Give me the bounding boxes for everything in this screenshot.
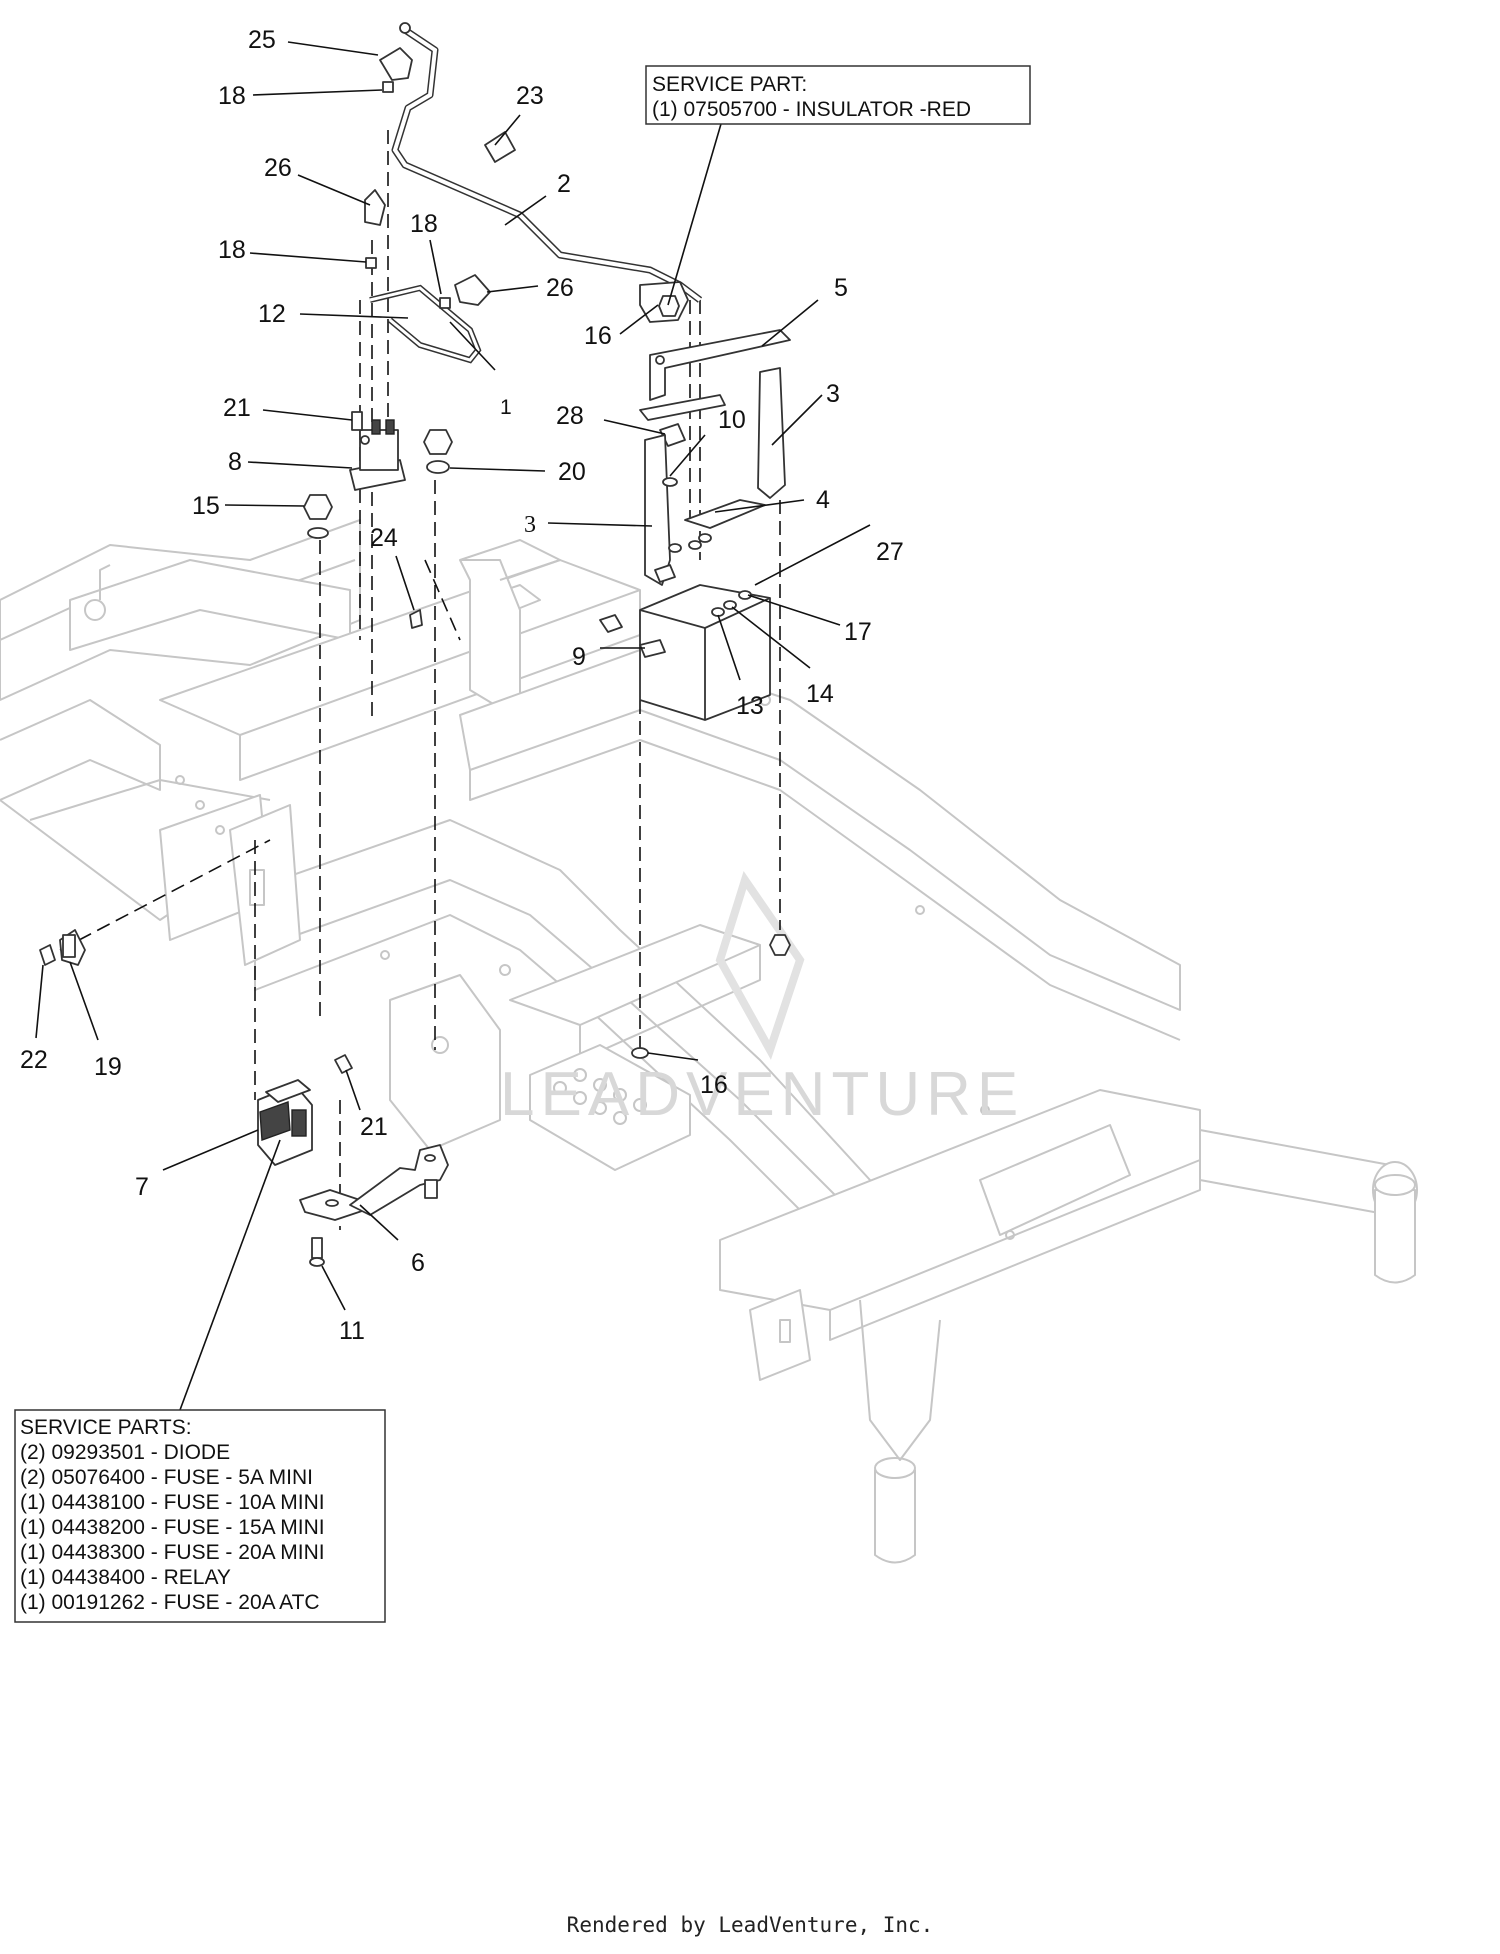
callout-2: 2 bbox=[557, 170, 571, 198]
callout-10: 10 bbox=[718, 406, 746, 434]
boot-26-upper bbox=[364, 189, 386, 226]
battery-cable-2-inner bbox=[392, 28, 702, 302]
mower-frame bbox=[0, 519, 1418, 1564]
callout-4: 4 bbox=[816, 486, 830, 514]
callout-3: 3 bbox=[524, 512, 536, 538]
callout-16: 16 bbox=[700, 1071, 728, 1099]
bracket-5 bbox=[649, 329, 791, 401]
service-parts-line: (1) 04438300 - FUSE - 20A MINI bbox=[20, 1541, 325, 1564]
holddown-4 bbox=[684, 499, 766, 529]
battery bbox=[639, 584, 771, 721]
callout-17: 17 bbox=[844, 618, 872, 646]
callout-20: 20 bbox=[558, 458, 586, 486]
strap-3-right bbox=[757, 367, 786, 499]
callout-22: 22 bbox=[20, 1046, 48, 1074]
service-part-line: (1) 07505700 - INSULATOR -RED bbox=[652, 98, 971, 121]
service-parts-line: (1) 04438200 - FUSE - 15A MINI bbox=[20, 1516, 325, 1539]
callout-8: 8 bbox=[228, 448, 242, 476]
service-parts-line: (1) 00191262 - FUSE - 20A ATC bbox=[20, 1591, 320, 1614]
callout-7: 7 bbox=[135, 1173, 149, 1201]
callout-18: 18 bbox=[218, 82, 246, 110]
clip-23 bbox=[484, 131, 516, 163]
callout-6: 6 bbox=[411, 1249, 425, 1277]
cable-end-cap-25 bbox=[379, 47, 413, 81]
callout-15: 15 bbox=[192, 492, 220, 520]
strap-3-left bbox=[644, 434, 671, 586]
leader-lines bbox=[35, 41, 871, 1411]
boot-26-lower bbox=[454, 274, 491, 306]
service-part-box: SERVICE PART: (1) 07505700 - INSULATOR -… bbox=[645, 65, 1031, 125]
service-parts-line: (1) 04438100 - FUSE - 10A MINI bbox=[20, 1491, 325, 1514]
callout-3: 3 bbox=[826, 380, 840, 408]
callout-labels: 25 18 23 26 2 18 18 26 12 1 5 16 21 28 1… bbox=[20, 26, 904, 1345]
service-parts-heading: SERVICE PARTS: bbox=[20, 1416, 192, 1439]
callout-19: 19 bbox=[94, 1053, 122, 1081]
callout-14: 14 bbox=[806, 680, 834, 708]
callout-12: 12 bbox=[258, 300, 286, 328]
callout-16: 16 bbox=[584, 322, 612, 350]
watermark: LEADVENTURE bbox=[500, 870, 1024, 1129]
callout-27: 27 bbox=[876, 538, 904, 566]
callout-1: 1 bbox=[500, 396, 512, 419]
callout-21: 21 bbox=[223, 394, 251, 422]
service-parts-line: (1) 04438400 - RELAY bbox=[20, 1566, 231, 1589]
watermark-text: LEADVENTURE bbox=[500, 1060, 1024, 1129]
render-credit: Rendered by LeadVenture, Inc. bbox=[566, 1913, 934, 1937]
callout-13: 13 bbox=[736, 692, 764, 720]
callout-9: 9 bbox=[572, 643, 586, 671]
callout-18: 18 bbox=[218, 236, 246, 264]
service-parts-line: (2) 09293501 - DIODE bbox=[20, 1441, 230, 1464]
fuse-box-7 bbox=[257, 1079, 313, 1166]
service-parts-line: (2) 05076400 - FUSE - 5A MINI bbox=[20, 1466, 313, 1489]
callout-18: 18 bbox=[410, 210, 438, 238]
callout-23: 23 bbox=[516, 82, 544, 110]
service-parts-box: SERVICE PARTS: (2) 09293501 - DIODE (2) … bbox=[14, 1409, 386, 1623]
callout-11: 11 bbox=[339, 1317, 365, 1345]
callout-26: 26 bbox=[264, 154, 292, 182]
step-plate-holes bbox=[553, 1068, 647, 1125]
solenoid-8 bbox=[349, 419, 406, 491]
callout-21: 21 bbox=[360, 1113, 388, 1141]
callout-26: 26 bbox=[546, 274, 574, 302]
service-part-heading: SERVICE PART: bbox=[652, 73, 807, 96]
callout-28: 28 bbox=[556, 402, 584, 430]
callout-24: 24 bbox=[370, 524, 398, 552]
callout-5: 5 bbox=[834, 274, 848, 302]
callout-25: 25 bbox=[248, 26, 276, 54]
